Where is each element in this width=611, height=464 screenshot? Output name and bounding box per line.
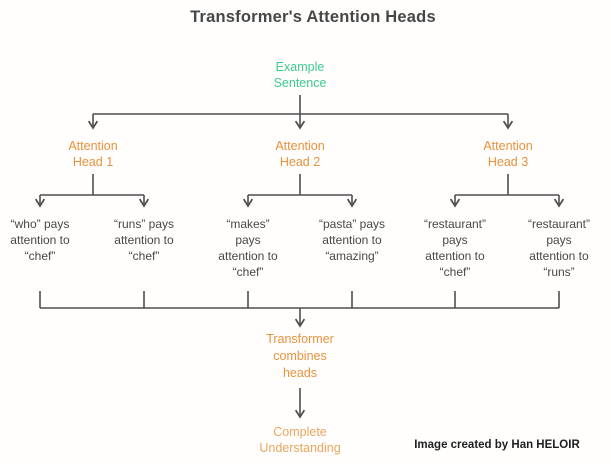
head-2-to-mappings-connector [248,174,352,206]
attention-mapping-2: “runs” pays attention to “chef” [113,217,175,263]
attention-mapping-4: “pasta” pays attention to “amazing” [318,217,386,263]
attribution-text: Image created by Han HELOIR [414,439,580,451]
head-3-to-mappings-connector [455,174,559,206]
attention-mapping-5: “restaurant” pays attention to “chef” [423,217,487,279]
attention-mapping-1: “who” pays attention to “chef” [10,217,70,263]
attention-head-1-node: Attention Head 1 [68,139,118,169]
attention-head-2-node: Attention Head 2 [275,139,325,169]
mappings-to-combiner-connector [39,291,560,326]
transformer-combines-heads-node: Transformer combines heads [266,332,334,380]
example-sentence-node: Example Sentence [273,60,327,90]
head-1-to-mappings-connector [40,174,144,206]
root-to-heads-connector [93,95,508,128]
complete-understanding-node: Complete Understanding [259,425,341,455]
page-title: Transformer's Attention Heads [190,8,436,26]
attention-head-3-node: Attention Head 3 [483,139,533,169]
attention-mapping-6: “restaurant” pays attention to “runs” [527,217,591,279]
attention-mapping-3: “makes” pays attention to “chef” [218,217,278,279]
